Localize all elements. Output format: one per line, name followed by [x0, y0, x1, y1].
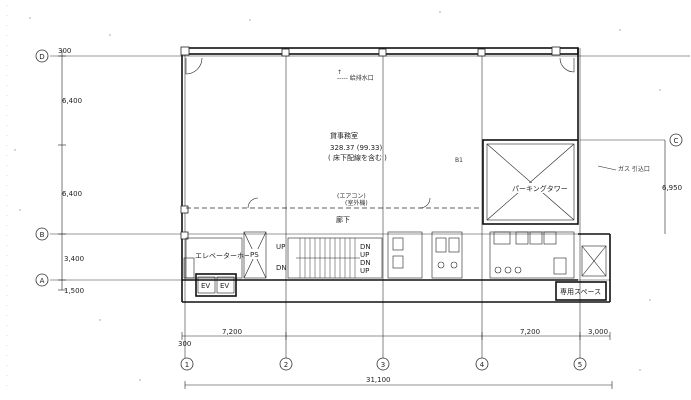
note-small-tag: B1: [455, 157, 463, 164]
note-top: ----- 給排水口: [337, 74, 374, 82]
parking-tower: パーキングタワー: [482, 139, 579, 225]
note-mid2: (室外機): [345, 199, 368, 207]
dim-3400: 3,400: [64, 255, 84, 263]
note-right-arrow: [597, 165, 617, 171]
stair-dn-right: DN: [360, 243, 371, 251]
door-swing-top-left: [185, 57, 203, 75]
dim-bottom-300: 300: [178, 340, 191, 348]
elevator-hall-label: エレベーターホール: [195, 251, 258, 260]
dim-6950: 6,950: [662, 184, 682, 192]
axis-bubble-b: B: [35, 227, 49, 241]
axis-bubble-2: 2: [279, 357, 293, 371]
svg-text:1: 1: [185, 361, 189, 369]
office-area: 328.37 (99.33): [330, 144, 382, 152]
stairs-block: UP DN DN UP DN UP: [276, 237, 383, 279]
parking-label: パーキングタワー: [512, 184, 568, 193]
axis-bubble-1: 1: [180, 357, 194, 371]
svg-text:3: 3: [381, 361, 385, 369]
ev-right: EV: [220, 282, 229, 290]
stair-up-right-lower: UP: [360, 267, 369, 275]
axis-bubble-d: D: [35, 49, 49, 63]
dim-6400-lower: 6,400: [62, 190, 82, 198]
axis-bubble-a: A: [35, 273, 49, 287]
dim-300-top: 300: [58, 47, 71, 55]
note-mid: (エアコン): [337, 193, 366, 200]
svg-text:2: 2: [284, 361, 288, 369]
stair-dn-right-lower: DN: [360, 259, 371, 267]
restroom-area: [387, 231, 575, 279]
axis-bubble-4: 4: [475, 357, 489, 371]
dim-total: 31,100: [366, 376, 391, 384]
dim-bottom-7200-right: 7,200: [520, 328, 540, 336]
stair-dn-left: DN: [276, 264, 287, 272]
svg-text:C: C: [674, 137, 679, 145]
service-shaft: [581, 245, 607, 277]
svg-text:4: 4: [480, 361, 485, 369]
door-swing-top-right: [559, 57, 575, 73]
ev-left: EV: [201, 282, 210, 290]
scan-specks: [14, 11, 661, 381]
building-outline: [181, 47, 611, 303]
dedicated-space-label: 専用スペース: [560, 287, 601, 296]
core-area: エレベーターホール PS EV EV: [183, 231, 267, 297]
dim-bottom-3000: 3,000: [588, 328, 608, 336]
stair-up-left: UP: [276, 243, 285, 251]
axis-bubble-5: 5: [573, 357, 587, 371]
corridor-label: 廊下: [336, 215, 350, 224]
dim-bottom-7200-left: 7,200: [222, 328, 242, 336]
dedicated-space: 専用スペース: [555, 281, 607, 301]
dim-6400-upper: 6,400: [62, 97, 82, 105]
note-right: ガス 引込口: [618, 165, 650, 173]
note-tag-arrow: ↑: [337, 69, 342, 76]
corridor-door-arc: [247, 197, 259, 209]
total-dimension-line: [184, 381, 613, 389]
office-name: 貸事務室: [330, 131, 358, 140]
svg-text:5: 5: [578, 361, 582, 369]
svg-text:B: B: [40, 231, 45, 239]
axis-bubble-c: C: [669, 133, 683, 147]
axis-bubble-3: 3: [376, 357, 390, 371]
svg-text:A: A: [40, 277, 45, 285]
dim-1500: 1,500: [64, 287, 84, 295]
office-note: ( 床下配線を含む ): [328, 153, 387, 162]
stair-up-right: UP: [360, 251, 369, 259]
svg-text:D: D: [39, 53, 44, 61]
corridor-door-arc-2: [419, 197, 431, 209]
structural-columns: [180, 46, 561, 240]
bottom-dimension-line: [181, 332, 611, 340]
grid-lines-vertical: [184, 48, 581, 358]
ps-label: PS: [250, 251, 259, 259]
left-dimension-line: [58, 50, 66, 291]
